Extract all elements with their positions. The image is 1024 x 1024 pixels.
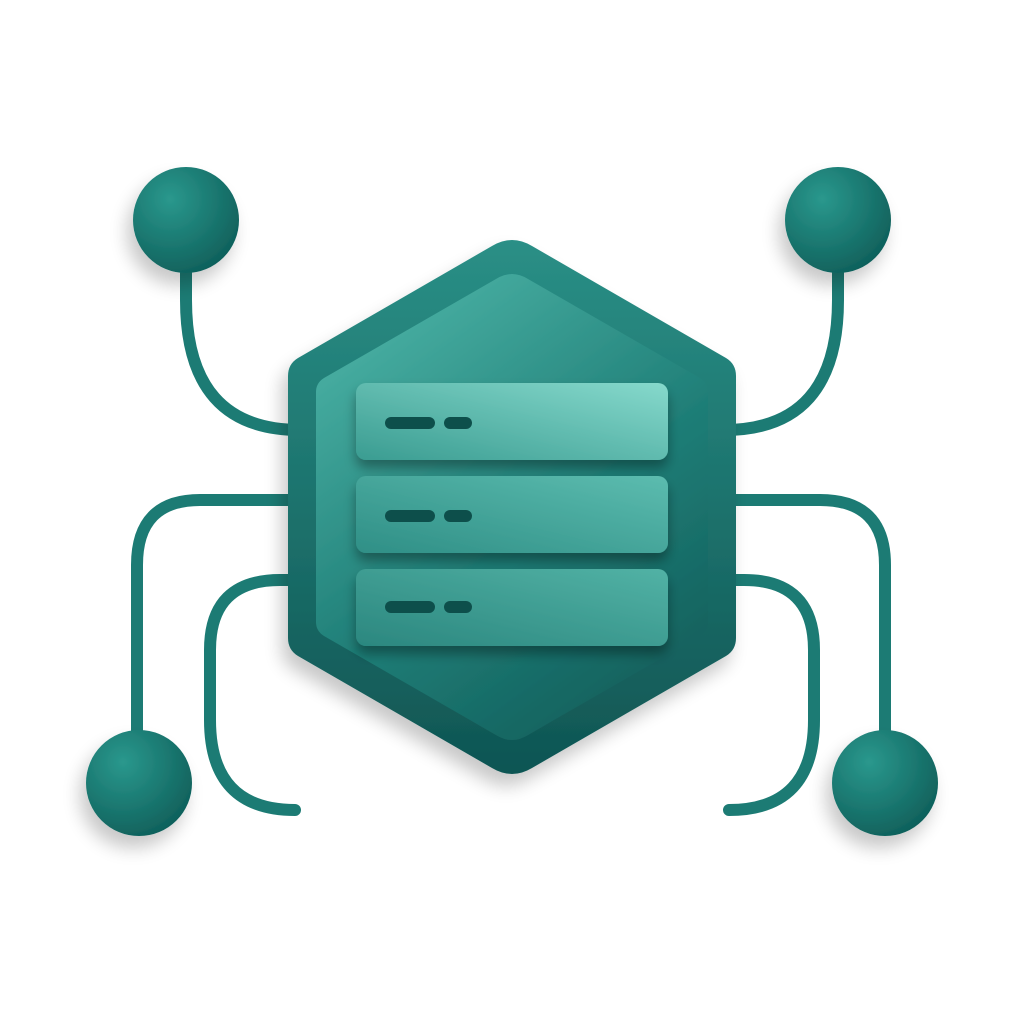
server-stack-icon: [356, 383, 668, 646]
server-indicator-long: [385, 417, 435, 429]
server-unit: [356, 383, 668, 460]
server-indicator-short: [444, 417, 472, 429]
connector-top-right: [718, 256, 844, 436]
connector-inner-left: [204, 574, 306, 816]
connector-outer-left: [131, 494, 306, 746]
connector-inner-right: [718, 574, 820, 816]
connector-lines: [131, 256, 891, 816]
server-indicator-long: [385, 601, 435, 613]
connector-top-left: [180, 256, 306, 436]
server-unit: [356, 569, 668, 646]
network-node-icon: [785, 167, 891, 273]
connector-outer-right: [718, 494, 891, 746]
network-node-icon: [133, 167, 239, 273]
network-node-icon: [86, 730, 192, 836]
server-unit: [356, 476, 668, 553]
server-indicator-long: [385, 510, 435, 522]
network-node-icon: [832, 730, 938, 836]
network-nodes: [86, 167, 938, 836]
server-indicator-short: [444, 510, 472, 522]
server-indicator-short: [444, 601, 472, 613]
